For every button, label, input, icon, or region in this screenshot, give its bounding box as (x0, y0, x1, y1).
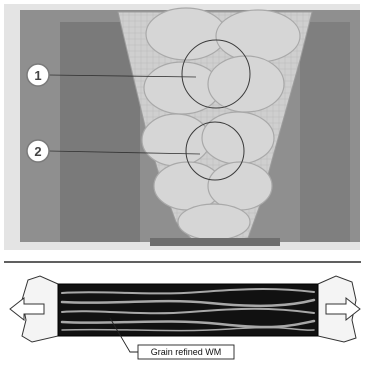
weld-pass (216, 10, 300, 62)
weld-pass (178, 204, 250, 240)
grain-refined-label: Grain refined WM (151, 347, 222, 357)
weld-pass (208, 162, 272, 210)
callout-number: 2 (34, 144, 41, 159)
tensile-specimen-schematic: Grain refined WM (10, 276, 360, 359)
callout-2: 2 (27, 140, 49, 162)
callout-1: 1 (27, 64, 49, 86)
base-plate-right (300, 22, 350, 242)
weld-pass (208, 56, 284, 112)
weld-pass (202, 112, 274, 164)
weld-pass (142, 114, 210, 166)
weld-macrograph: 1 2 (4, 4, 360, 250)
weld-pass (146, 8, 226, 60)
root-backing (150, 238, 280, 246)
callout-number: 1 (34, 68, 41, 83)
